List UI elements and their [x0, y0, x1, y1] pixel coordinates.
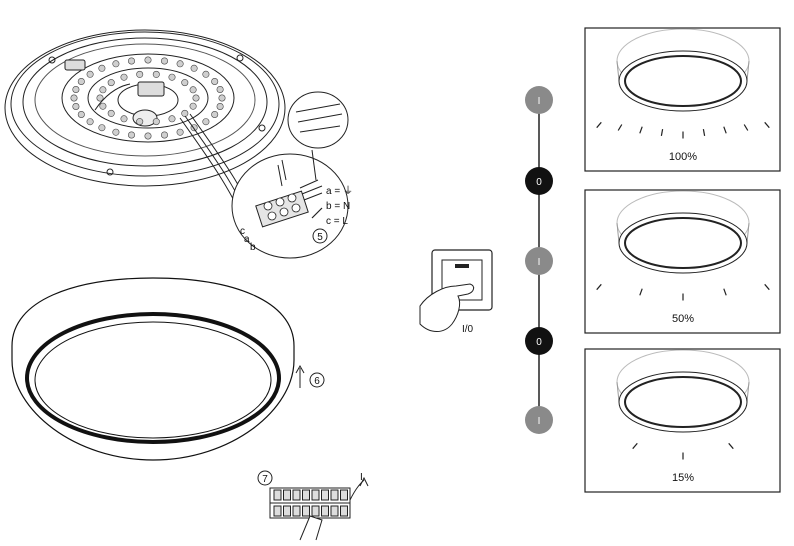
sequence-node-5: I — [525, 406, 553, 434]
connector-arrow-label: I — [360, 472, 363, 483]
brightness-panels: 100% 50% 15% — [584, 27, 781, 493]
brightness-level-label: 50% — [672, 313, 694, 325]
sequence-node-label: 0 — [536, 177, 542, 188]
sequence-node-4: 0 — [525, 327, 553, 355]
sequence-node-3: I — [525, 247, 553, 275]
step-6-marker: 6 — [295, 364, 325, 388]
brightness-panel-2: 50% — [584, 189, 781, 334]
sequence-node-label: 0 — [536, 337, 542, 348]
wall-switch — [419, 249, 493, 332]
svg-text:7: 7 — [262, 474, 268, 485]
brightness-level-label: 100% — [669, 151, 697, 163]
sequence-node-label: I — [538, 96, 541, 107]
connector-strip — [269, 476, 369, 541]
brightness-panel-3: 15% — [584, 348, 781, 493]
wire-label-b: b — [250, 242, 256, 253]
step-5-marker: 5 — [312, 228, 328, 244]
sequence-node-label: I — [538, 416, 541, 427]
sequence-node-2: 0 — [525, 167, 553, 195]
base-plate — [4, 29, 286, 187]
legend-b: b = N — [326, 201, 350, 212]
wire-strip-zoom — [287, 91, 349, 181]
brightness-panel-1: 100% — [584, 27, 781, 172]
wiring-legend: a = ⏚ b = N c = L c a b — [240, 185, 353, 253]
legend-c: c = L — [326, 216, 348, 227]
switch-label: I/0 — [462, 324, 474, 335]
svg-text:5: 5 — [317, 232, 323, 243]
legend-a: a = ⏚ — [326, 185, 353, 197]
wire-label-c: c — [240, 226, 245, 237]
svg-text:6: 6 — [314, 376, 320, 387]
brightness-level-label: 15% — [672, 472, 694, 484]
sequence-node-1: I — [525, 86, 553, 114]
step-7-marker: 7 — [257, 470, 273, 486]
sequence-node-label: I — [538, 257, 541, 268]
wire-label-a: a — [244, 234, 250, 245]
cover-ring — [11, 277, 295, 461]
